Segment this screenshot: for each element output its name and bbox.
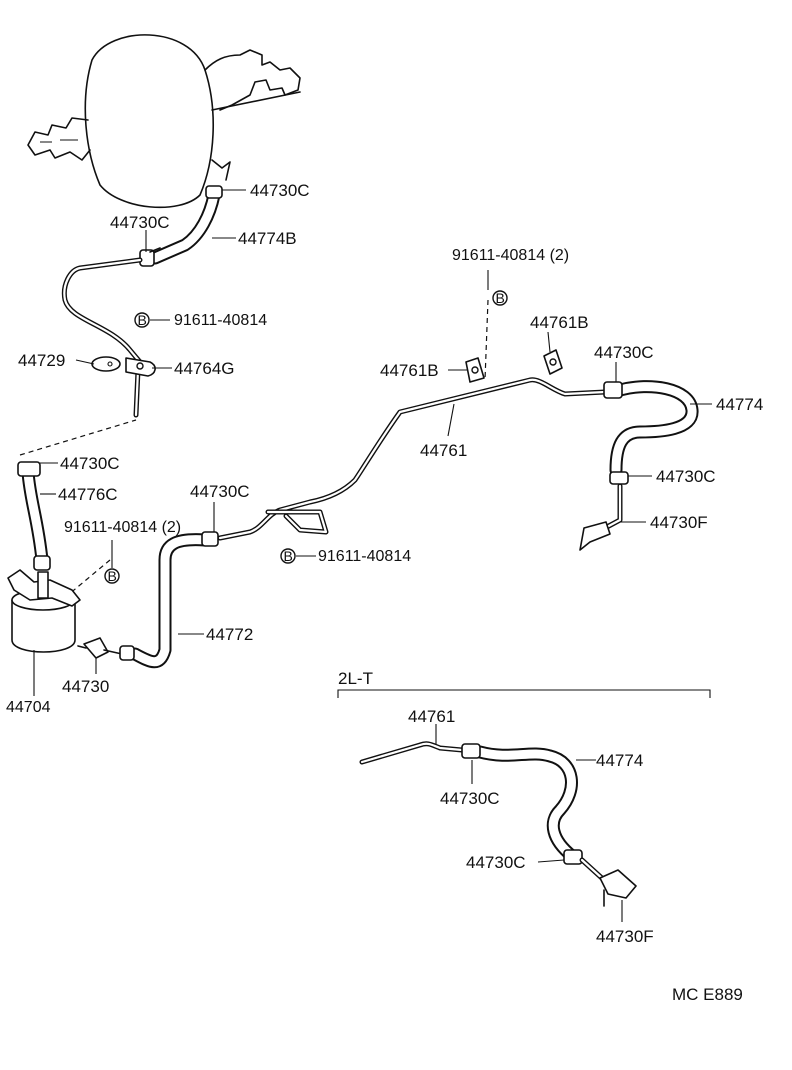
svg-text:B: B [496,290,505,306]
label-bolt-left: 91611-40814 [174,312,267,329]
bracket-44764g [125,357,156,377]
svg-text:B: B [108,568,117,584]
variant-label-44730c-b: 44730C [466,853,526,872]
brake-booster [27,34,301,209]
label-44774b: 44774B [238,229,297,248]
label-44729: 44729 [18,351,65,370]
hose-44774b [148,188,221,265]
label-44772: 44772 [206,625,253,644]
variant-pipe-44761 [359,741,465,765]
label-44704: 44704 [6,699,51,716]
bolt-symbol-right: B [492,290,508,306]
label-44730c-left: 44730C [110,213,170,232]
clamp-44730c-right2 [609,471,629,485]
label-44764g: 44764G [174,359,235,378]
label-44774: 44774 [716,395,763,414]
dash-bolt-tank [61,559,111,601]
label-44761b-a: 44761B [380,361,439,380]
label-44761b-b: 44761B [530,313,589,332]
variant-union-44730f [579,857,637,907]
label-44730c-top: 44730C [250,181,310,200]
dash-bolt-right [484,299,489,381]
svg-text:B: B [138,312,147,328]
leader-lines [33,189,712,696]
clip-44761b-a [465,357,485,383]
hose-44772 [128,533,212,669]
variant-title: 2L-T [338,669,373,688]
label-bolt-mid: 91611-40814 [318,548,411,565]
label-44730c-mid: 44730C [190,482,250,501]
variant-leader-44730c-b [537,859,565,863]
label-44730: 44730 [62,677,109,696]
label-44730f: 44730F [650,513,708,532]
clamp-44730c-top [205,185,223,199]
label-44730c-right: 44730C [594,343,654,362]
clamp-44730c-right [603,381,623,399]
grommet-44729 [91,356,121,372]
svg-text:B: B [284,548,293,564]
union-44730f [579,483,623,551]
clip-44761b-b [543,349,563,375]
vacuum-tank-44704 [7,569,81,653]
variant-hose-44774 [473,745,579,863]
label-bolt-tank: 91611-40814 (2) [64,519,181,536]
label-44730c-tank: 44730C [60,454,120,473]
clamp-44730c-tank [17,461,41,477]
variant-label-44761: 44761 [408,707,455,726]
bolt-symbol-mid: B [280,548,296,564]
variant-clamp-b [563,849,583,865]
pipe-44761 [217,377,608,541]
bolt-symbol-tank: B [104,568,120,584]
variant-label-44774: 44774 [596,751,643,770]
variant-2lt: 2L-T 44761 44774 44730C 44730C [337,669,711,946]
bolt-symbol-left: B [134,312,150,328]
variant-clamp-a [461,743,481,759]
check-valve-44730 [77,637,135,661]
variant-bracket [337,689,711,698]
label-44730c-right2: 44730C [656,467,716,486]
hose-44776c [21,465,49,567]
variant-label-44730f: 44730F [596,927,654,946]
dash-tank-to-pipe [19,419,137,456]
pipe-booster [61,257,143,418]
hose-44774 [609,380,699,477]
label-44776c: 44776C [58,485,118,504]
clamp-44730c-left [139,247,161,267]
label-44761: 44761 [420,441,467,460]
clamp-44730c-tank-bottom [33,555,51,571]
diagram-code: MC E889 [672,985,743,1004]
variant-label-44730c-a: 44730C [440,789,500,808]
label-bolt-right-top: 91611-40814 (2) [452,247,569,264]
clamp-44730c-mid [201,531,219,547]
